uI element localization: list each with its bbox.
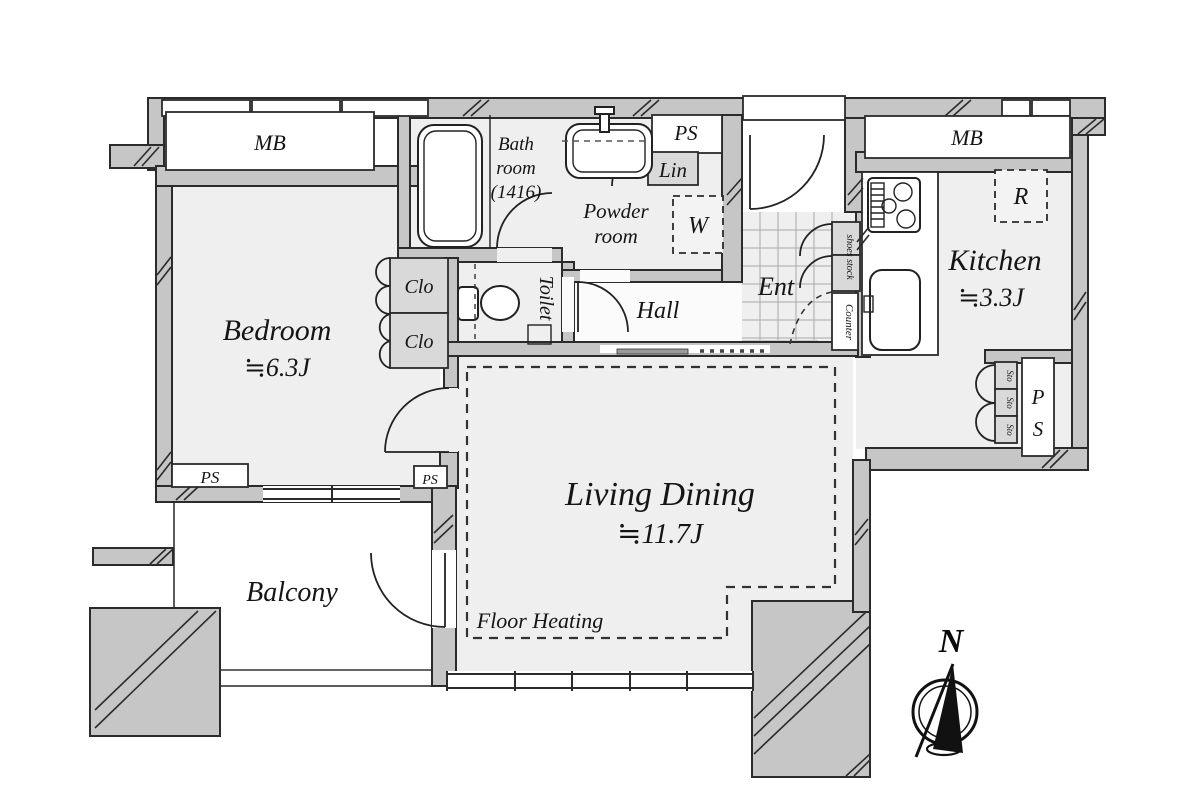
wall-balcony-stub bbox=[92, 547, 174, 566]
bedroom-door-arc bbox=[384, 387, 450, 453]
room-hall-floor bbox=[574, 282, 742, 343]
pillar-balcony-left bbox=[89, 607, 221, 737]
label-fridge: R bbox=[1013, 184, 1029, 210]
label-toilet: Toilet bbox=[535, 276, 557, 321]
label-ps-top: PS bbox=[673, 121, 698, 145]
label-bathroom-1: Bath bbox=[498, 134, 534, 155]
bath-door-gap bbox=[497, 248, 552, 262]
label-hall: Hall bbox=[636, 298, 680, 324]
label-kitchen-size: ≒3.3J bbox=[958, 283, 1025, 312]
balcony-door-gap bbox=[432, 550, 456, 628]
label-floor-heating: Floor Heating bbox=[476, 608, 604, 633]
label-kitchen-name: Kitchen bbox=[947, 244, 1041, 277]
label-balcony: Balcony bbox=[246, 577, 338, 608]
sto-storage bbox=[975, 361, 1018, 444]
label-bathroom-2: room bbox=[496, 158, 535, 179]
stove-icon bbox=[867, 177, 921, 233]
label-ps-right-p: P bbox=[1031, 385, 1045, 409]
entrance-dashed-arc bbox=[789, 291, 833, 345]
lin-box bbox=[647, 151, 699, 186]
label-powder-1: Powder bbox=[582, 199, 649, 223]
label-sto-3: Sto bbox=[1005, 424, 1015, 436]
mb-right-box bbox=[864, 115, 1071, 159]
label-entrance: Ent bbox=[757, 272, 795, 301]
label-sto-2: Sto bbox=[1005, 397, 1015, 409]
label-ps-middle: PS bbox=[421, 473, 438, 488]
pillar-bottom-right bbox=[751, 600, 871, 778]
label-living-name: Living Dining bbox=[564, 476, 755, 513]
label-counter: Counter bbox=[843, 304, 855, 341]
wall-hatch-marks bbox=[133, 99, 1105, 565]
entrance-tile-grid bbox=[742, 212, 833, 343]
entry-alcove-floor bbox=[743, 118, 845, 212]
entry-door-opening bbox=[742, 95, 846, 121]
door-arcs bbox=[370, 134, 833, 628]
ps-left-box bbox=[171, 463, 249, 488]
label-washer: W bbox=[688, 213, 710, 239]
label-compass-north: N bbox=[938, 623, 965, 660]
wall-top-right-corner bbox=[1071, 117, 1106, 136]
compass-icon bbox=[911, 663, 979, 758]
floor-heating-area bbox=[465, 365, 837, 640]
label-mb-right: MB bbox=[950, 125, 983, 150]
label-sto-1: Sto bbox=[1005, 370, 1015, 382]
washbasin bbox=[562, 106, 653, 179]
bedroom-closets bbox=[375, 257, 449, 369]
bedroom-window bbox=[263, 486, 400, 502]
pillar-hatch-lines bbox=[94, 610, 871, 777]
label-mb-left: MB bbox=[253, 130, 286, 155]
wall-bath-left bbox=[397, 114, 411, 266]
mb-left-box bbox=[165, 111, 375, 171]
ps-right-box bbox=[1021, 357, 1055, 457]
label-ps-right-s: S bbox=[1033, 417, 1044, 441]
label-closet-upper: Clo bbox=[405, 276, 434, 298]
ps-middle-box bbox=[413, 465, 448, 489]
label-lin: Lin bbox=[658, 158, 687, 182]
kitchen-counter bbox=[861, 171, 939, 356]
label-ps-left: PS bbox=[200, 468, 220, 487]
bedroom-door-gap bbox=[440, 388, 458, 452]
label-shoes-stock: shoes stock bbox=[844, 234, 855, 280]
label-bedroom-size: ≒6.3J bbox=[244, 353, 311, 382]
label-closet-lower: Clo bbox=[405, 331, 434, 353]
toilet-door-gap bbox=[562, 277, 574, 332]
label-powder-2: room bbox=[594, 224, 638, 248]
wall-left-main bbox=[155, 165, 173, 503]
hall-sliding-door bbox=[600, 345, 770, 355]
shoes-stock-doors bbox=[799, 223, 833, 289]
balcony-door-arc bbox=[370, 552, 446, 628]
powder-door-gap bbox=[580, 270, 630, 282]
wall-left-arm bbox=[109, 144, 165, 169]
bathroom-door-arc bbox=[496, 192, 553, 249]
label-bathroom-3: (1416) bbox=[491, 182, 542, 203]
fridge-box bbox=[994, 169, 1048, 223]
toilet-fixture bbox=[457, 264, 552, 345]
washer-box bbox=[672, 195, 724, 254]
sink-icon bbox=[863, 269, 921, 351]
entrance-door-arc bbox=[749, 134, 825, 210]
label-living-size: ≒11.7J bbox=[617, 518, 704, 550]
hall-door-arc bbox=[577, 281, 629, 333]
sto-folding-doors bbox=[975, 364, 996, 442]
compass-needle bbox=[933, 664, 963, 753]
closet-folding-doors bbox=[375, 257, 391, 369]
label-bedroom-name: Bedroom bbox=[223, 314, 332, 347]
living-dining-windows bbox=[446, 671, 754, 691]
bathtub bbox=[417, 115, 491, 248]
shoes-stock-lower bbox=[831, 254, 861, 292]
counter-box bbox=[831, 292, 859, 351]
